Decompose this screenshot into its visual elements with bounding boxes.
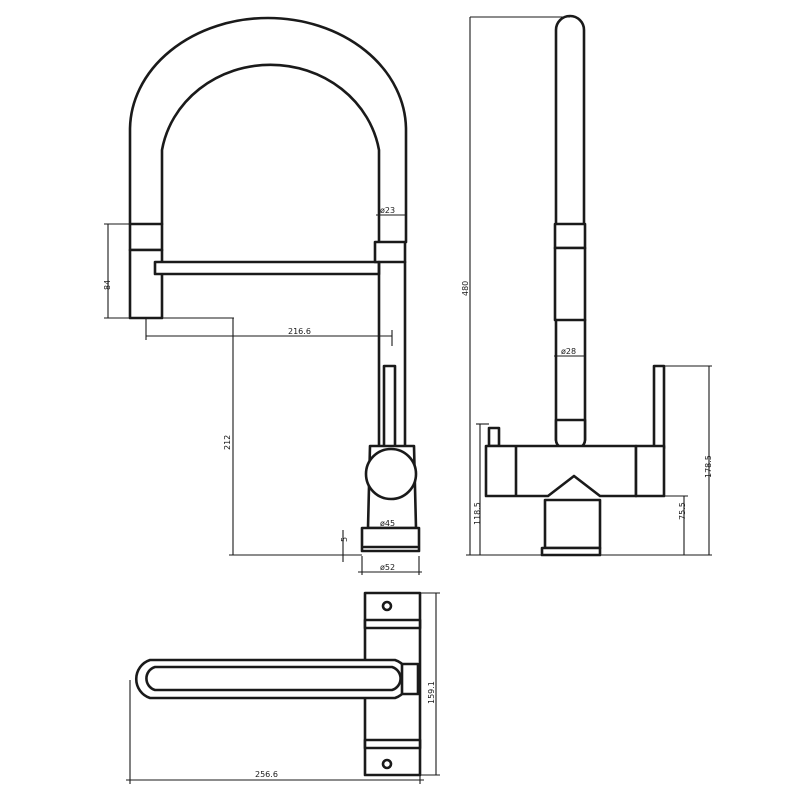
dim-head-height: 84 — [103, 280, 112, 290]
front-column-upper — [373, 240, 407, 264]
dim-base-thickness: 5 — [340, 537, 349, 542]
top-screw-hole-lower — [381, 758, 393, 770]
dim-body-height: 118.5 — [473, 502, 482, 525]
front-spray-head-collar — [128, 222, 164, 252]
front-spray-head — [128, 248, 164, 320]
dim-hose-diameter: ø28 — [561, 347, 576, 356]
dim-base-length: 159.1 — [427, 681, 436, 704]
dim-spout-height: 212 — [223, 435, 232, 450]
front-dimensions: ø23 84 216.6 212 ø45 5 ø52 — [103, 206, 422, 575]
top-view: 159.1 256.6 — [126, 591, 440, 784]
top-handle-end — [400, 662, 420, 696]
top-dimensions: 159.1 256.6 — [126, 592, 440, 784]
top-spout-inner — [145, 665, 402, 692]
side-spray-head-collar — [553, 222, 587, 250]
front-column — [377, 260, 407, 452]
side-right-cap — [634, 444, 666, 498]
front-body-knob — [364, 447, 418, 501]
side-spray-head — [553, 246, 587, 322]
dim-total-height: 480 — [461, 281, 470, 296]
dim-handle-height: 178.5 — [704, 455, 713, 478]
top-screw-hole-upper — [381, 600, 393, 612]
top-base-lower-band — [363, 738, 422, 750]
side-base-stem — [543, 498, 602, 550]
side-dimensions: 480 ø28 178.5 118.5 75.5 — [461, 16, 713, 556]
dim-spout-diameter: ø23 — [380, 206, 395, 215]
front-spout-arch-inner — [160, 63, 381, 244]
dim-total-length: 256.6 — [255, 770, 278, 779]
dim-body-diameter: ø45 — [380, 519, 395, 528]
front-view: ø23 84 216.6 212 ø45 5 ø52 — [103, 16, 422, 575]
top-base-upper-band — [363, 618, 422, 630]
front-handle-lever — [382, 364, 397, 454]
side-view: 480 ø28 178.5 118.5 75.5 — [461, 14, 713, 557]
side-hose-top — [554, 14, 586, 226]
front-spout-arch — [128, 16, 408, 244]
dim-reach: 216.6 — [288, 327, 311, 336]
side-handle-right — [652, 364, 666, 450]
side-filter-knob — [487, 426, 501, 448]
dim-base-diameter: ø52 — [380, 563, 395, 572]
side-body — [484, 444, 638, 498]
front-magnetic-holder-arm — [153, 260, 381, 276]
side-base — [540, 546, 602, 557]
dim-outlet-height: 75.5 — [678, 502, 687, 520]
